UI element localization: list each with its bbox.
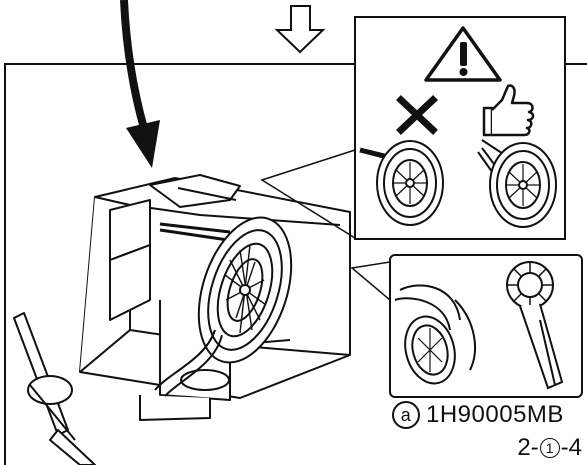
part-code: 1H90005MB bbox=[426, 401, 564, 428]
part-marker: a bbox=[392, 401, 420, 429]
step-circled-number: 1 bbox=[539, 438, 560, 458]
wrong-example-wheel bbox=[359, 140, 444, 226]
pointing-arrow-head bbox=[126, 120, 160, 168]
correct-example-wheel bbox=[477, 139, 557, 228]
bench-vise bbox=[13, 174, 351, 465]
callout-lines-bottom bbox=[350, 261, 391, 302]
step-suffix: -4 bbox=[560, 434, 582, 461]
warning-triangle-icon bbox=[424, 26, 502, 82]
main-frame bbox=[4, 63, 355, 465]
down-arrow-icon bbox=[274, 5, 326, 54]
tool-inset-wheel bbox=[394, 284, 476, 385]
step-number-label: 2- 1 -4 bbox=[452, 432, 582, 464]
wrench-tool bbox=[506, 261, 564, 390]
thumbs-up-icon bbox=[482, 84, 535, 137]
callout-lines-top bbox=[260, 148, 356, 240]
cross-mark-icon bbox=[396, 95, 438, 135]
step-prefix: 2- bbox=[517, 434, 539, 461]
wheel-on-shaft bbox=[154, 216, 293, 397]
pointing-arrow-shaft bbox=[120, 0, 149, 134]
part-code-label: a 1H90005MB bbox=[392, 398, 582, 432]
